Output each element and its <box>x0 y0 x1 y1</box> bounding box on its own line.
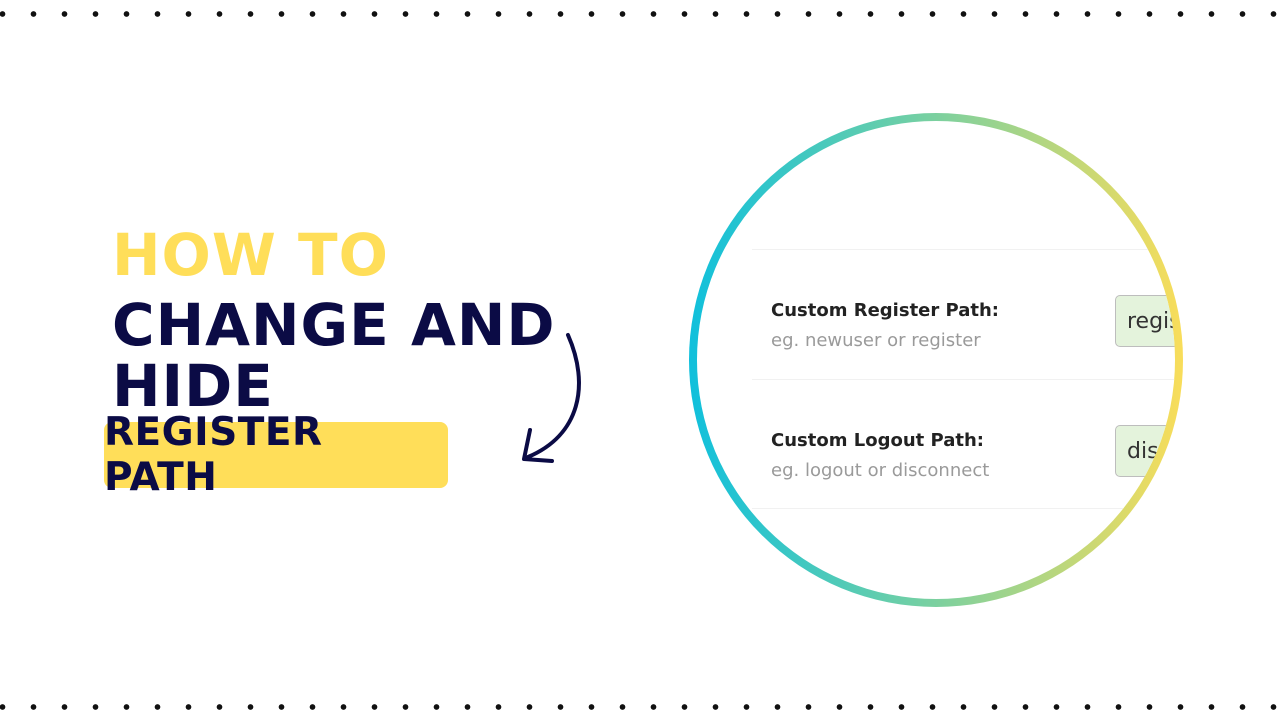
register-path-input[interactable]: regis <box>1115 295 1175 347</box>
top-dot-border <box>0 11 1280 17</box>
settings-zoom-panel: Custom Register Path: eg. newuser or reg… <box>697 121 1175 599</box>
logout-path-input[interactable]: dis <box>1115 425 1175 477</box>
bottom-dot-border <box>0 704 1280 710</box>
headline-change-and: CHANGE AND <box>112 291 556 359</box>
divider <box>752 508 1175 509</box>
register-path-hint: eg. newuser or register <box>771 330 981 351</box>
headline-hide: HIDE <box>112 352 274 420</box>
magnifier-circle: Custom Register Path: eg. newuser or reg… <box>689 113 1183 607</box>
logout-path-label: Custom Logout Path: <box>771 430 984 451</box>
register-path-badge: REGISTER PATH <box>104 410 448 500</box>
register-path-label: Custom Register Path: <box>771 300 999 321</box>
logout-path-hint: eg. logout or disconnect <box>771 460 990 481</box>
divider <box>752 249 1175 250</box>
headline-how-to: HOW TO <box>112 221 389 289</box>
curved-arrow-icon <box>522 333 581 463</box>
divider <box>752 379 1175 380</box>
